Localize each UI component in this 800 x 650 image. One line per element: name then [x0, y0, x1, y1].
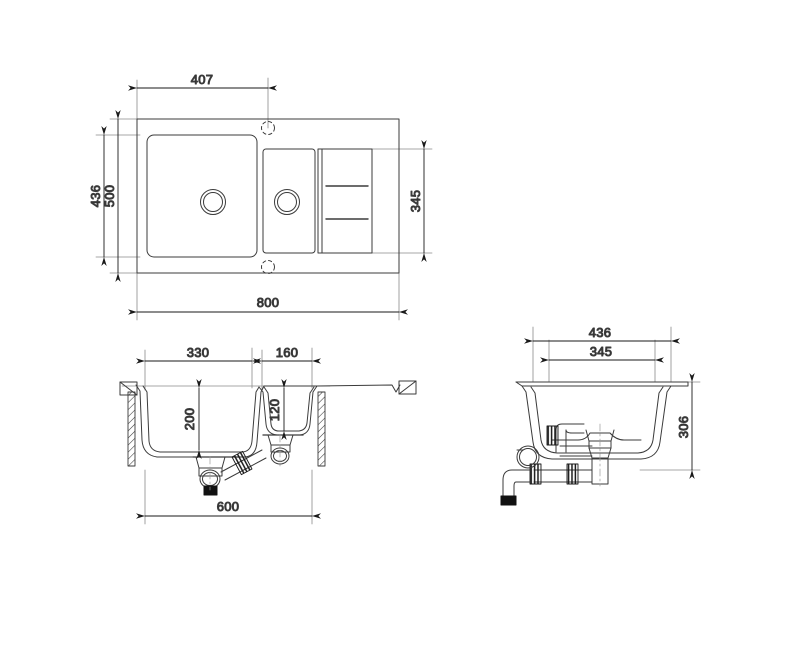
- main-bowl-section-outer: [135, 384, 265, 458]
- dim-label-120: 120: [267, 399, 282, 422]
- main-bowl-drain-inner-ring: [203, 192, 223, 212]
- drainer-panel: [317, 148, 373, 254]
- drainer-grooves: [325, 185, 369, 220]
- side-bowl-base-line: [551, 432, 642, 441]
- top-view-dimensions: 407 800 500 436 345: [88, 72, 427, 315]
- sink-outer-rim: [136, 118, 400, 274]
- small-bowl-outline: [262, 148, 316, 254]
- side-section-extension-lines: [532, 326, 701, 471]
- front-section-plumbing: [192, 434, 304, 496]
- dim-label-160: 160: [276, 345, 299, 360]
- right-cabinet-wall-hatch: [317, 391, 326, 467]
- left-cabinet-wall-hatch: [127, 391, 136, 467]
- front-section-view: [119, 347, 417, 525]
- dim-label-345-side: 345: [590, 344, 613, 359]
- side-bowl-inner-profile: [530, 386, 664, 454]
- small-bowl-section-inner: [263, 386, 315, 432]
- top-view-extension-lines: [95, 77, 433, 321]
- dim-label-600: 600: [217, 499, 240, 514]
- drainer-section-profile: [316, 384, 401, 393]
- dim-label-306: 306: [676, 416, 691, 439]
- front-section-dimensions: 330 160 600 200 120: [136, 345, 321, 519]
- tap-hole-top-icon: [261, 121, 275, 135]
- side-section-dimensions: 436 345 306: [524, 325, 695, 479]
- top-view: [95, 77, 433, 321]
- right-mounting-clip: [398, 380, 417, 395]
- small-bowl-drain-outer-ring: [274, 189, 300, 215]
- front-section-extension-lines: [144, 347, 313, 525]
- dim-label-200: 200: [182, 408, 197, 431]
- dim-label-436-side: 436: [589, 325, 612, 340]
- tap-hole-bottom-icon: [261, 260, 275, 274]
- dim-label-800: 800: [257, 295, 280, 310]
- dim-label-330: 330: [187, 345, 210, 360]
- side-section-plumbing: [500, 423, 615, 506]
- side-section-view: [500, 326, 701, 506]
- dim-label-407: 407: [191, 72, 214, 87]
- small-bowl-drain-inner-ring: [277, 192, 297, 212]
- dim-label-436-top: 436: [88, 185, 103, 208]
- main-bowl-outline: [146, 134, 258, 258]
- main-bowl-section-inner: [142, 385, 260, 453]
- dim-label-345-top: 345: [408, 190, 423, 213]
- side-rim-flange: [515, 381, 689, 387]
- main-bowl-drain-outer-ring: [200, 189, 226, 215]
